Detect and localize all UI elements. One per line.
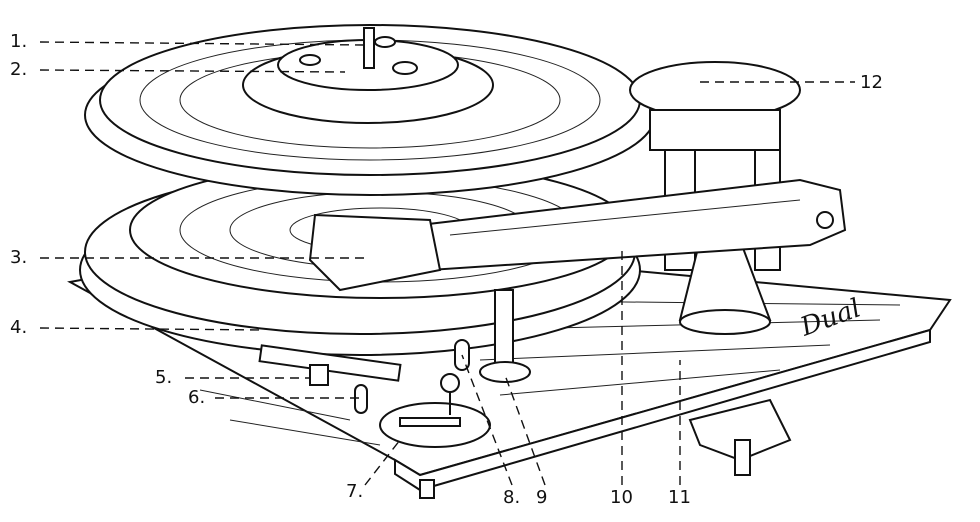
label-9: 9 [536, 487, 548, 508]
label-6: 6. [188, 387, 206, 408]
label-8: 8. [503, 487, 521, 508]
label-10: 10 [610, 487, 633, 508]
controls [258, 289, 531, 448]
leader-lines [39, 41, 855, 486]
label-7: 7. [346, 481, 364, 502]
label-3: 3. [10, 247, 28, 268]
label-11: 11 [668, 487, 691, 508]
label-12: 12 [860, 72, 883, 93]
tone-arm [308, 178, 847, 292]
record-stack [84, 24, 656, 196]
label-4: 4. [10, 317, 28, 338]
underside-mechanism [419, 398, 792, 499]
label-1: 1. [10, 31, 28, 52]
label-2: 2. [10, 59, 28, 80]
label-5: 5. [155, 367, 173, 388]
